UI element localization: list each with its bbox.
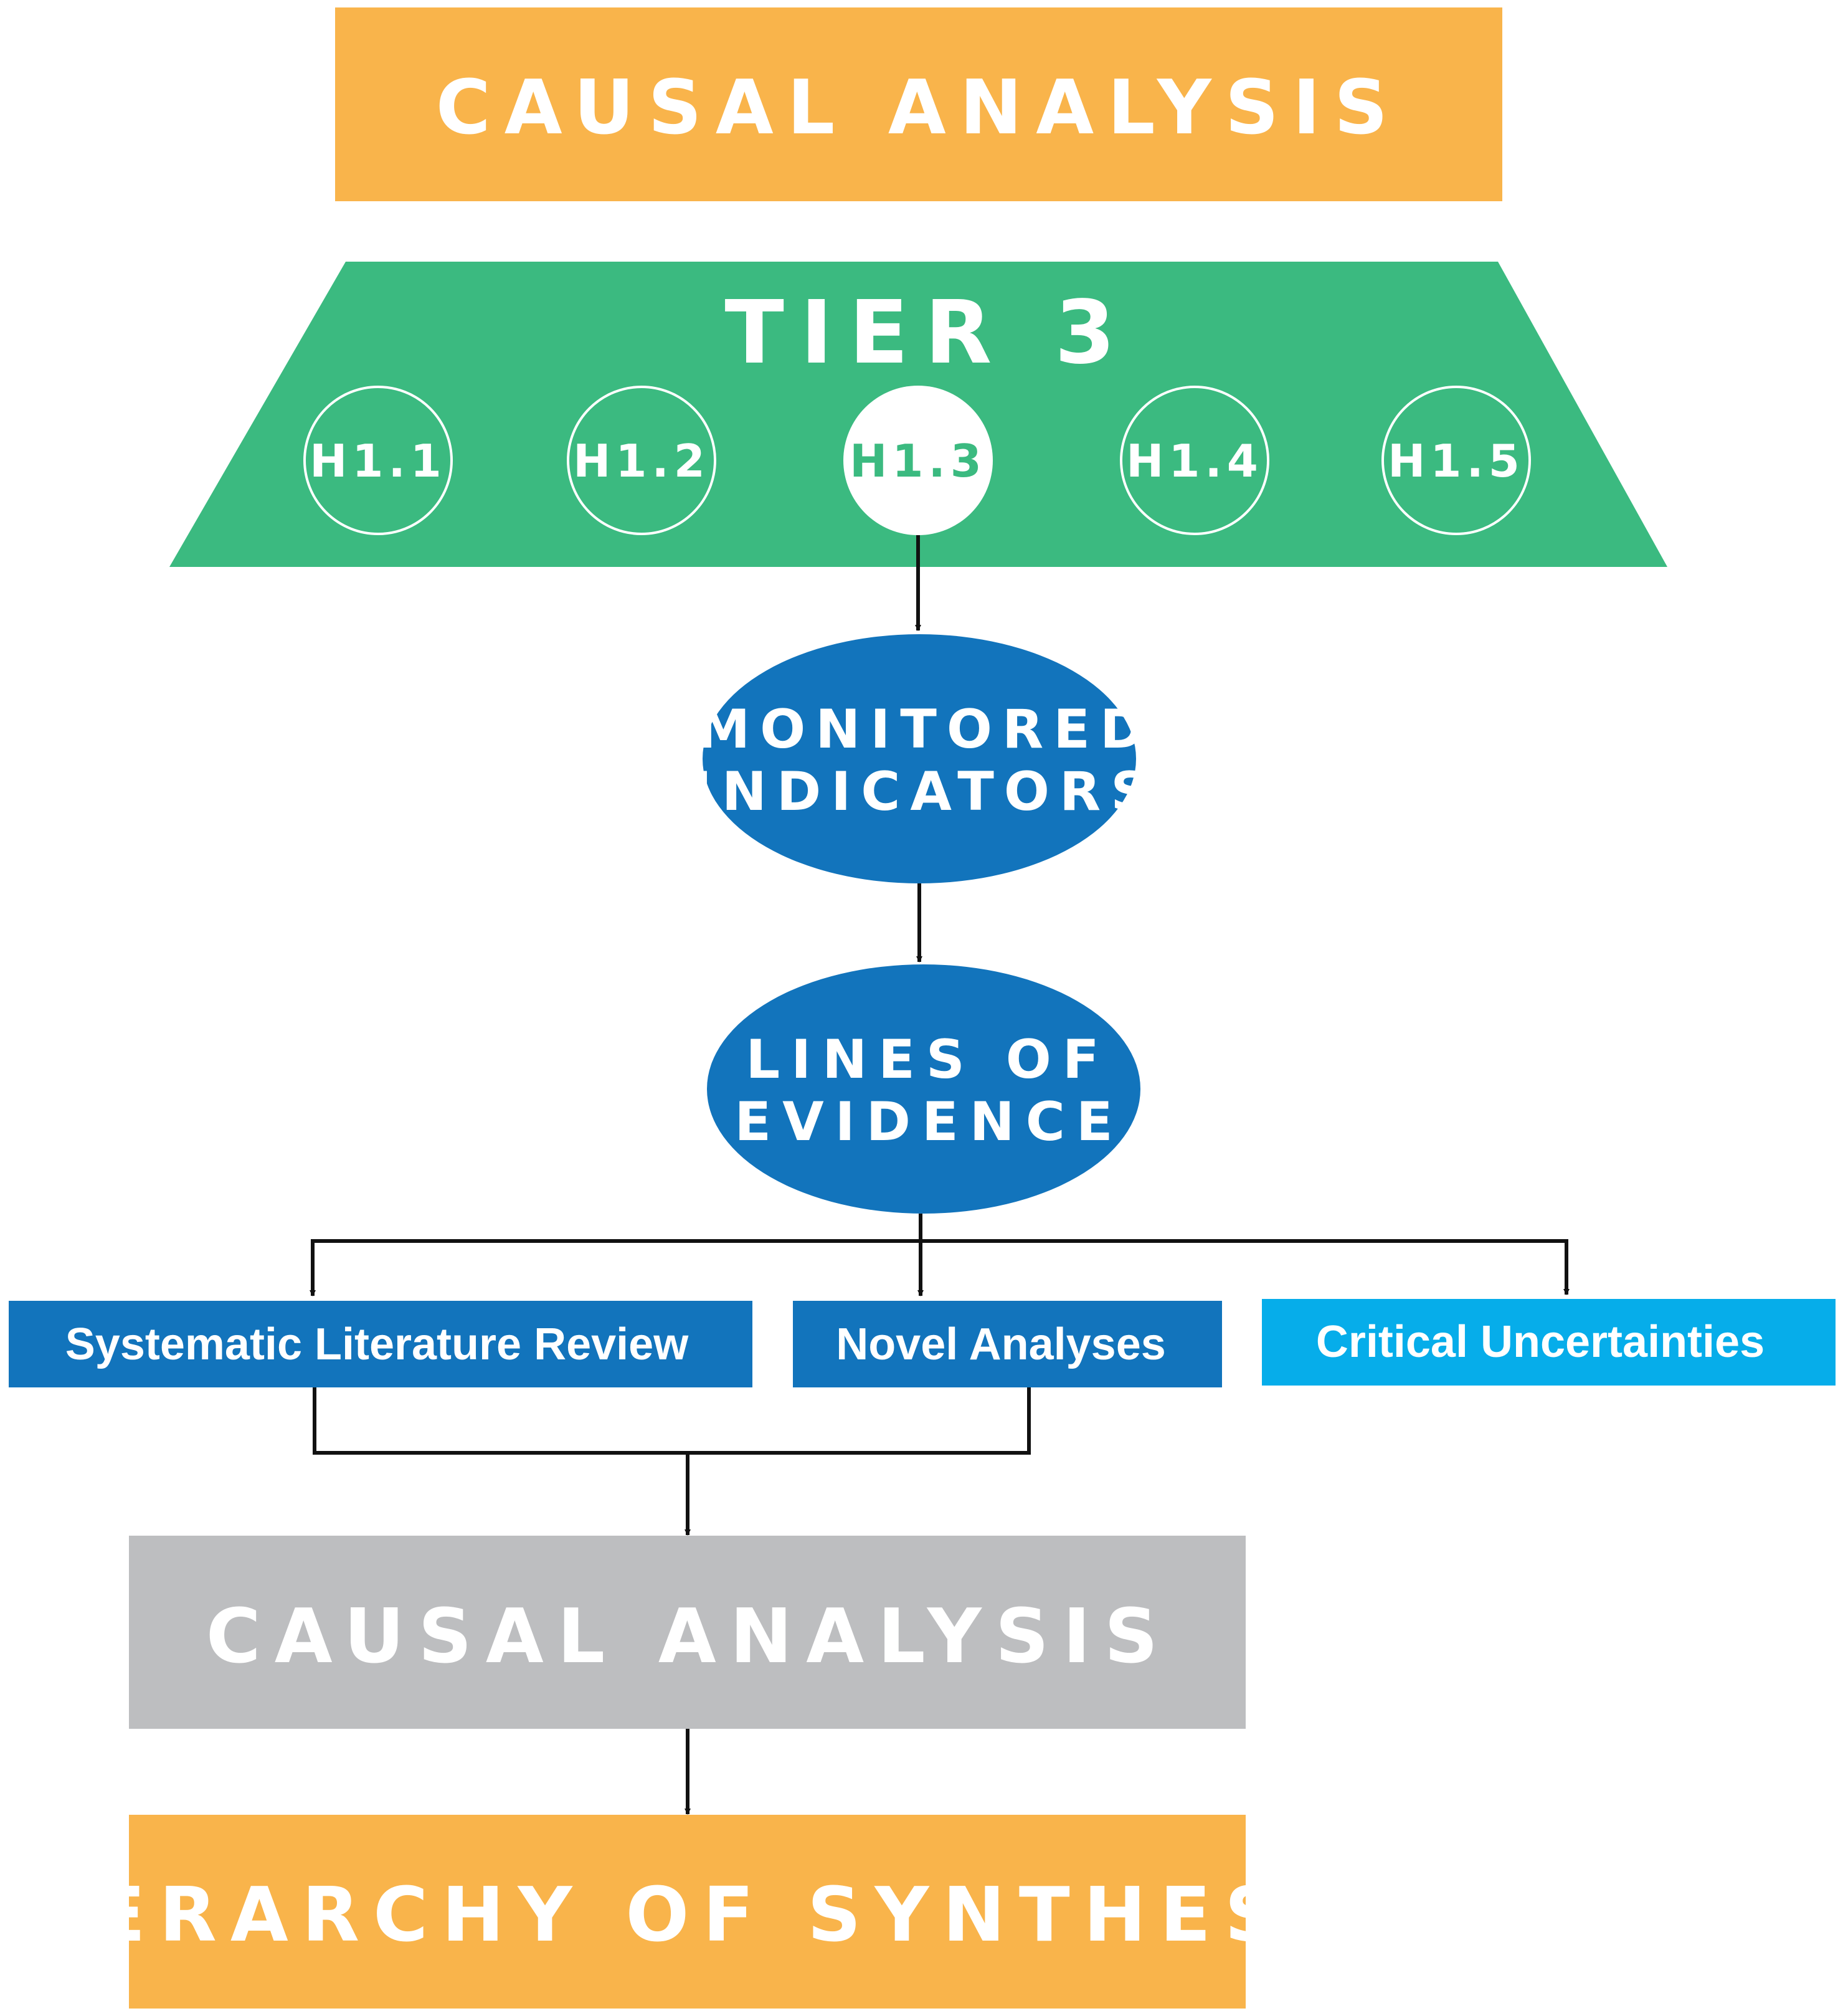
systematic-literature-review-box: Systematic Literature Review — [9, 1301, 752, 1387]
literature-box — [9, 1301, 752, 1387]
hypothesis-label: H1.4 — [1126, 435, 1263, 487]
novel-label: Novel Analyses — [836, 1319, 1166, 1369]
tier-label: TIER 3 — [724, 282, 1131, 384]
header-box — [335, 7, 1502, 201]
hypothesis-h1-4[interactable]: H1.4 — [1120, 386, 1269, 535]
hypothesis-circle — [303, 386, 453, 535]
header-title: CAUSAL ANALYSIS — [436, 65, 1402, 151]
hypothesis-h1-3[interactable]: H1.3 — [843, 386, 993, 535]
merge-connectors — [313, 1387, 1031, 1536]
hypothesis-h1-1[interactable]: H1.1 — [303, 386, 453, 535]
novel-box — [793, 1301, 1222, 1387]
hypothesis-label: H1.5 — [1388, 435, 1525, 487]
footer-title: HIERARCHY OF SYNTHESIS — [0, 1872, 1401, 1959]
literature-label: Systematic Literature Review — [65, 1319, 689, 1369]
hypothesis-h1-5[interactable]: H1.5 — [1381, 386, 1531, 535]
hierarchy-of-synthesis-box: HIERARCHY OF SYNTHESIS — [0, 1815, 1401, 2009]
uncertainties-box — [1262, 1299, 1836, 1386]
evidence-line2: EVIDENCE — [734, 1091, 1124, 1153]
critical-uncertainties-box: Critical Uncertainties — [1262, 1299, 1836, 1386]
hypothesis-label: H1.3 — [850, 435, 987, 487]
lines-of-evidence-node: LINES OF EVIDENCE — [707, 964, 1140, 1214]
evidence-line1: LINES OF — [746, 1029, 1110, 1091]
causal-box — [129, 1536, 1246, 1729]
hypothesis-label: H1.2 — [573, 435, 710, 487]
uncertainties-label: Critical Uncertainties — [1316, 1317, 1765, 1367]
hypothesis-label: H1.1 — [310, 435, 447, 487]
hypothesis-h1-2[interactable]: H1.2 — [567, 386, 716, 535]
footer-box — [129, 1815, 1246, 2009]
monitored-indicators-node: MONITORED INDICATORS — [692, 634, 1159, 883]
tier-3-panel: TIER 3 H1.1 H1.2 H1.3 H1.4 H1.5 — [169, 262, 1667, 567]
header-causal-analysis: CAUSAL ANALYSIS — [335, 7, 1502, 201]
hypothesis-circle — [567, 386, 716, 535]
monitored-line1: MONITORED — [697, 698, 1155, 761]
monitored-ellipse — [703, 634, 1136, 883]
causal-box-title: CAUSAL ANALYSIS — [206, 1594, 1172, 1680]
hypothesis-circle — [1120, 386, 1269, 535]
hypothesis-circle — [1381, 386, 1531, 535]
evidence-ellipse — [707, 964, 1140, 1214]
novel-analyses-box: Novel Analyses — [793, 1301, 1222, 1387]
monitored-line2: INDICATORS — [692, 761, 1159, 823]
causal-analysis-box: CAUSAL ANALYSIS — [129, 1536, 1246, 1729]
branch-connectors — [310, 1214, 1570, 1296]
hypothesis-circle-selected — [843, 386, 993, 535]
